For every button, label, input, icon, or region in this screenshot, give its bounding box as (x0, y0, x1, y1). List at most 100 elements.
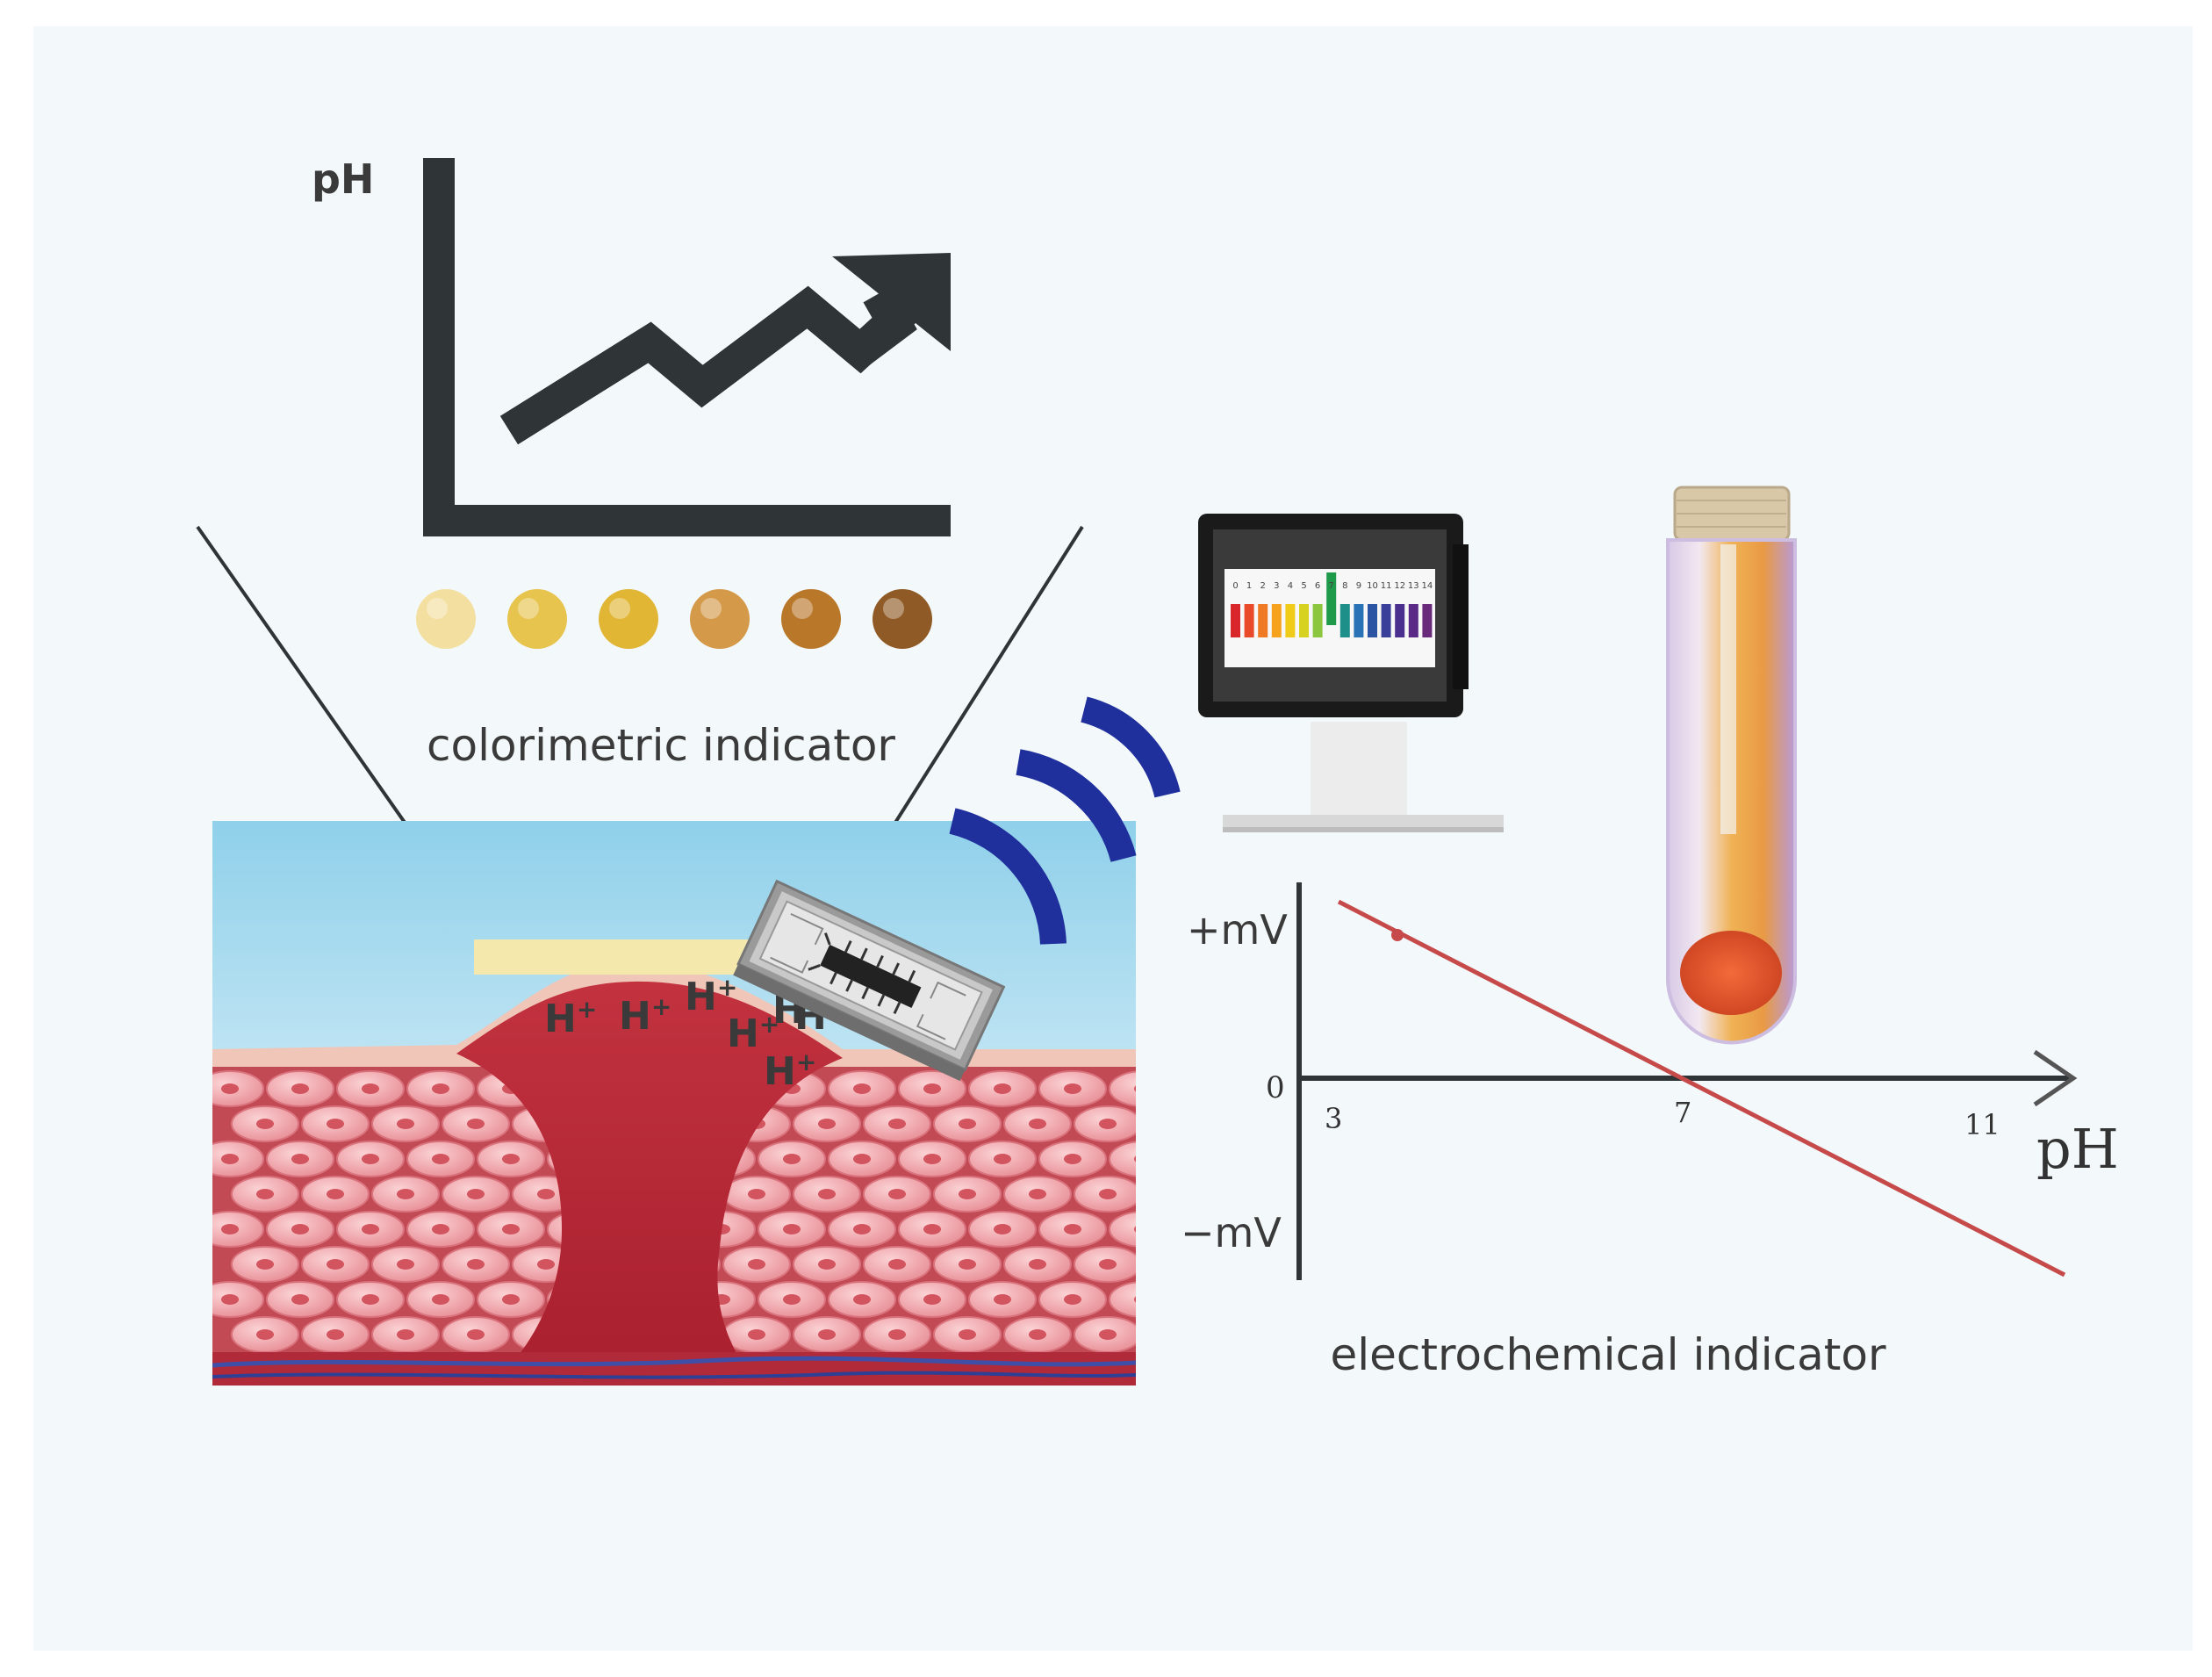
cell-nucleus (959, 1259, 976, 1270)
response-line (1337, 899, 2066, 1278)
cell-nucleus (1099, 1329, 1117, 1340)
scale-bar (1408, 604, 1418, 637)
tissue-cell (1145, 1317, 1211, 1352)
cell-nucleus (1134, 1085, 1136, 1092)
cell-nucleus (221, 1224, 239, 1234)
colorimetric-axis-label: pH (312, 155, 374, 203)
cell-nucleus (327, 1329, 344, 1340)
scale-bar (1312, 604, 1323, 637)
cell-nucleus (783, 1294, 801, 1305)
cell-nucleus (327, 1119, 344, 1129)
cell-nucleus (537, 1189, 555, 1199)
scale-bar (1354, 604, 1364, 637)
cell-nucleus (537, 1259, 555, 1270)
cell-nucleus (256, 1189, 274, 1199)
cell-nucleus (1029, 1329, 1046, 1340)
cell-nucleus (432, 1083, 449, 1094)
cell-nucleus (362, 1224, 379, 1234)
scale-bar (1326, 572, 1337, 625)
cell-nucleus (818, 1189, 836, 1199)
tissue-cell (1109, 1141, 1136, 1177)
cell-nucleus (959, 1189, 976, 1199)
x-tick-11: 11 (1964, 1108, 2000, 1141)
scale-bar (1368, 604, 1377, 637)
cell-nucleus (1134, 1226, 1136, 1233)
scale-number: 8 (1342, 581, 1347, 591)
cell-nucleus (467, 1119, 485, 1129)
scale-number: 2 (1260, 581, 1266, 591)
scale-number: 9 (1356, 581, 1361, 591)
cell-nucleus (853, 1083, 871, 1094)
cell-nucleus (432, 1224, 449, 1234)
cell-nucleus (256, 1119, 274, 1129)
swatch-highlight (609, 598, 630, 619)
cell-nucleus (1064, 1224, 1081, 1234)
zoom-line-right (858, 525, 1084, 880)
scale-number: 10 (1367, 581, 1378, 591)
color-swatches (416, 589, 932, 649)
scale-number: 0 (1232, 581, 1238, 591)
scale-number: 6 (1315, 581, 1320, 591)
cell-nucleus (1029, 1259, 1046, 1270)
scale-number: 13 (1408, 581, 1419, 591)
cell-nucleus (888, 1189, 906, 1199)
cell-nucleus (994, 1154, 1011, 1164)
cell-nucleus (291, 1083, 309, 1094)
cell-nucleus (748, 1259, 765, 1270)
cell-nucleus (748, 1189, 765, 1199)
cell-nucleus (888, 1119, 906, 1129)
cell-nucleus (291, 1294, 309, 1305)
scale-number: 14 (1422, 581, 1433, 591)
cell-nucleus (362, 1294, 379, 1305)
cell-nucleus (327, 1259, 344, 1270)
cell-nucleus (291, 1224, 309, 1234)
scale-number: 4 (1288, 581, 1293, 591)
cell-nucleus (853, 1154, 871, 1164)
cell-nucleus (1169, 1119, 1187, 1129)
color-swatch (873, 589, 932, 649)
color-swatch (690, 589, 750, 649)
cell-nucleus (923, 1154, 941, 1164)
cell-nucleus (327, 1189, 344, 1199)
cell-nucleus (959, 1329, 976, 1340)
cell-nucleus (467, 1259, 485, 1270)
cell-nucleus (1134, 1296, 1136, 1303)
color-swatch (781, 589, 841, 649)
scale-number: 11 (1381, 581, 1392, 591)
wireless-signal-icon (949, 696, 1181, 945)
y-bottom-label: −mV (1181, 1209, 1282, 1256)
cell-nucleus (959, 1119, 976, 1129)
cell-nucleus (1064, 1154, 1081, 1164)
cell-nucleus (923, 1294, 941, 1305)
scale-bar (1271, 604, 1282, 637)
color-swatch (507, 589, 567, 649)
cell-nucleus (362, 1083, 379, 1094)
x-axis-arrow (2033, 1049, 2078, 1107)
electrochemical-graph (1296, 882, 2078, 1280)
wound-cross-section (212, 821, 1211, 1386)
scale-bar (1339, 604, 1350, 637)
colorimetric-chart-icon (423, 158, 951, 536)
cell-nucleus (362, 1154, 379, 1164)
cell-nucleus (1064, 1294, 1081, 1305)
tissue-cell (1145, 1106, 1211, 1141)
cell-nucleus (256, 1259, 274, 1270)
scale-bar (1381, 604, 1391, 637)
scale-bar (1422, 604, 1433, 637)
scale-bar (1231, 604, 1240, 637)
cell-nucleus (818, 1119, 836, 1129)
cell-nucleus (994, 1294, 1011, 1305)
cell-nucleus (221, 1154, 239, 1164)
cell-nucleus (818, 1329, 836, 1340)
cell-nucleus (923, 1083, 941, 1094)
scale-bar (1244, 604, 1254, 637)
cell-nucleus (256, 1329, 274, 1340)
cell-nucleus (502, 1294, 520, 1305)
color-swatch (416, 589, 476, 649)
y-top-label: +mV (1187, 906, 1288, 954)
cell-nucleus (432, 1154, 449, 1164)
x-tick-3: 3 (1325, 1102, 1342, 1135)
